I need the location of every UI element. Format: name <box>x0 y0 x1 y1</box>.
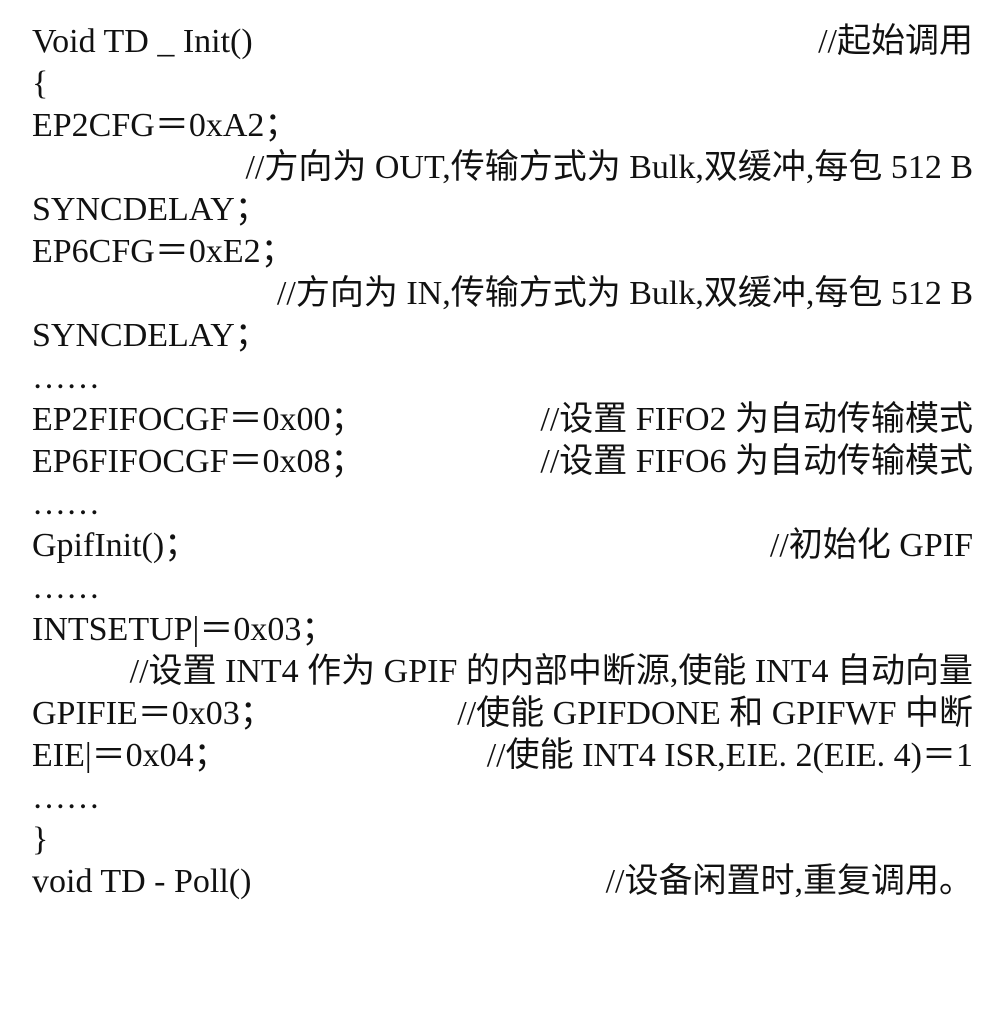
code-text: GpifInit()； <box>32 527 199 564</box>
code-line-20: } <box>0 819 987 861</box>
code-line-14: …… <box>0 567 987 609</box>
code-line-1: Void TD _ Init() //起始调用 <box>0 21 987 63</box>
code-line-9: …… <box>0 357 987 399</box>
comment-text: //方向为 OUT,传输方式为 Bulk,双缓冲,每包 512 B <box>245 149 973 186</box>
ellipsis-text: …… <box>32 359 100 396</box>
ellipsis-text: …… <box>32 485 100 522</box>
comment-text: //起始调用 <box>818 23 973 60</box>
comment-text: //设置 INT4 作为 GPIF 的内部中断源,使能 INT4 自动向量 <box>129 653 973 690</box>
code-text: INTSETUP|＝0x03； <box>32 611 336 648</box>
code-line-11: EP6FIFOCGF＝0x08； //设置 FIFO6 为自动传输模式 <box>0 441 987 483</box>
code-text: void TD - Poll() <box>32 863 252 900</box>
code-line-21: void TD - Poll() //设备闲置时,重复调用。 <box>0 861 987 903</box>
code-text: EP6CFG＝0xE2； <box>32 233 295 270</box>
code-text: EP6FIFOCGF＝0x08； <box>32 443 365 480</box>
code-text: SYNCDELAY； <box>32 317 269 354</box>
code-line-19: …… <box>0 777 987 819</box>
code-line-13: GpifInit()； //初始化 GPIF <box>0 525 987 567</box>
code-line-15: INTSETUP|＝0x03； <box>0 609 987 651</box>
code-listing: Void TD _ Init() //起始调用 { EP2CFG＝0xA2； /… <box>0 21 987 903</box>
comment-text: //初始化 GPIF <box>769 527 973 564</box>
ellipsis-text: …… <box>32 569 100 606</box>
code-text: EIE|＝0x04； <box>32 737 228 774</box>
comment-text: //设置 FIFO2 为自动传输模式 <box>540 401 973 438</box>
ellipsis-text: …… <box>32 779 100 816</box>
comment-text: //使能 INT4 ISR,EIE. 2(EIE. 4)＝1 <box>486 737 973 774</box>
code-text: EP2CFG＝0xA2； <box>32 107 299 144</box>
comment-text: //使能 GPIFDONE 和 GPIFWF 中断 <box>457 695 973 732</box>
code-line-16: //设置 INT4 作为 GPIF 的内部中断源,使能 INT4 自动向量 <box>0 651 987 693</box>
code-line-8: SYNCDELAY； <box>0 315 987 357</box>
comment-text: //设备闲置时,重复调用。 <box>605 863 973 900</box>
code-text: GPIFIE＝0x03； <box>32 695 274 732</box>
code-line-7: //方向为 IN,传输方式为 Bulk,双缓冲,每包 512 B <box>0 273 987 315</box>
comment-text: //方向为 IN,传输方式为 Bulk,双缓冲,每包 512 B <box>276 275 973 312</box>
code-line-4: //方向为 OUT,传输方式为 Bulk,双缓冲,每包 512 B <box>0 147 987 189</box>
comment-text: //设置 FIFO6 为自动传输模式 <box>540 443 973 480</box>
code-line-18: EIE|＝0x04； //使能 INT4 ISR,EIE. 2(EIE. 4)＝… <box>0 735 987 777</box>
code-line-10: EP2FIFOCGF＝0x00； //设置 FIFO2 为自动传输模式 <box>0 399 987 441</box>
code-line-12: …… <box>0 483 987 525</box>
code-text: EP2FIFOCGF＝0x00； <box>32 401 365 438</box>
code-text: SYNCDELAY； <box>32 191 269 228</box>
code-line-17: GPIFIE＝0x03； //使能 GPIFDONE 和 GPIFWF 中断 <box>0 693 987 735</box>
code-text: Void TD _ Init() <box>32 23 253 60</box>
code-text: } <box>32 821 49 858</box>
code-line-6: EP6CFG＝0xE2； <box>0 231 987 273</box>
code-line-2: { <box>0 63 987 105</box>
code-line-5: SYNCDELAY； <box>0 189 987 231</box>
code-text: { <box>32 65 49 102</box>
code-line-3: EP2CFG＝0xA2； <box>0 105 987 147</box>
